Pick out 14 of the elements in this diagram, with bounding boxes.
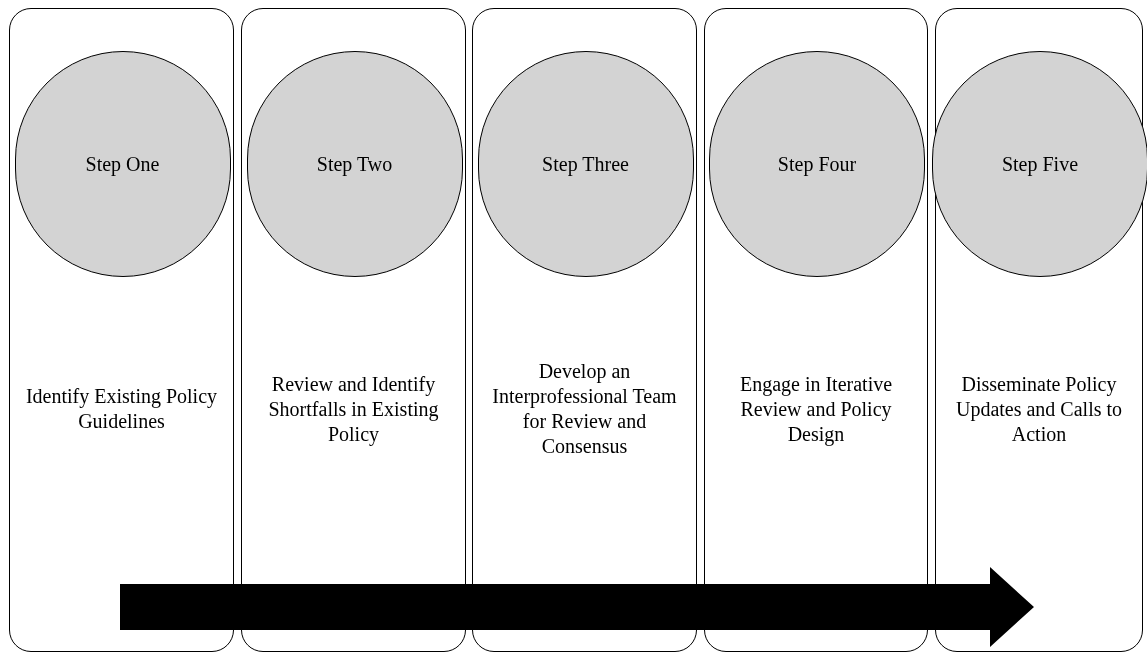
step-description: Disseminate Policy Updates and Calls to Action [954,371,1124,447]
step-column [241,8,466,652]
step-label: Step Five [1001,152,1079,178]
step-column [704,8,928,652]
step-description: Engage in Iterative Review and Policy Design [738,371,894,447]
step-label: Step One [85,152,160,178]
step-column [9,8,234,652]
step-description: Develop an Interprofessional Team for Review and Consensus [491,359,678,459]
step-label: Step Four [777,152,857,178]
step-column [472,8,697,652]
step-description: Review and Identify Shortfalls in Existing Policy [267,371,440,447]
step-label: Step Three [542,152,629,178]
step-description: Identify Existing Policy Guidelines [24,384,219,434]
step-label: Step Two [316,152,393,178]
